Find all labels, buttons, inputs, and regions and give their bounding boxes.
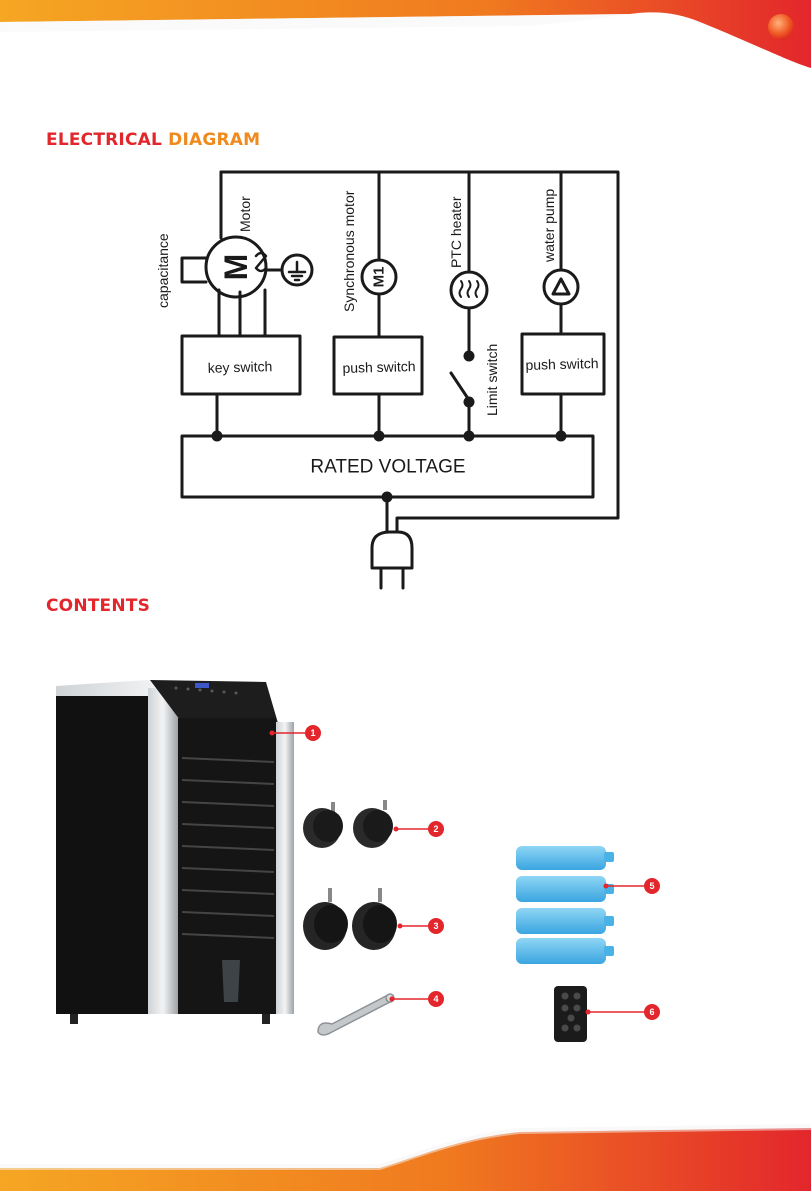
- motor-symbol: M: [218, 254, 254, 281]
- plug-icon: [372, 532, 412, 568]
- callout-4: 4: [433, 994, 438, 1004]
- wrench-icon: [318, 994, 394, 1035]
- m1-symbol: M1: [371, 267, 388, 288]
- limit-switch-label: Limit switch: [484, 344, 500, 416]
- contents-illustration: 1 2 3 4 5 6: [0, 640, 811, 1060]
- callout-6: 6: [649, 1007, 654, 1017]
- synchronous-motor-label: Synchronous motor: [341, 190, 357, 312]
- callout-5: 5: [649, 881, 654, 891]
- footer-banner: [0, 1120, 811, 1191]
- small-casters: [303, 800, 393, 848]
- key-switch-label: key switch: [208, 358, 273, 376]
- remote-control-icon: [554, 986, 587, 1042]
- air-cooler-unit: [56, 680, 294, 1024]
- callout-2: 2: [433, 824, 438, 834]
- callout-3: 3: [433, 921, 438, 931]
- push-switch-label-1: push switch: [342, 358, 416, 376]
- water-pump-icon: [544, 270, 578, 304]
- contents-title: CONTENTS: [46, 596, 150, 616]
- callout-1: 1: [310, 728, 315, 738]
- large-casters: [303, 888, 397, 950]
- ptc-heater-label: PTC heater: [448, 196, 464, 268]
- rated-voltage-label: RATED VOLTAGE: [310, 457, 465, 478]
- push-switch-label-2: push switch: [525, 355, 599, 373]
- electrical-diagram: M M1 Motor capacitance Synchronous motor…: [0, 0, 811, 600]
- ice-packs: [516, 846, 614, 964]
- capacitance-label: capacitance: [155, 233, 171, 308]
- motor-label: Motor: [237, 196, 253, 232]
- water-pump-label: water pump: [541, 189, 557, 263]
